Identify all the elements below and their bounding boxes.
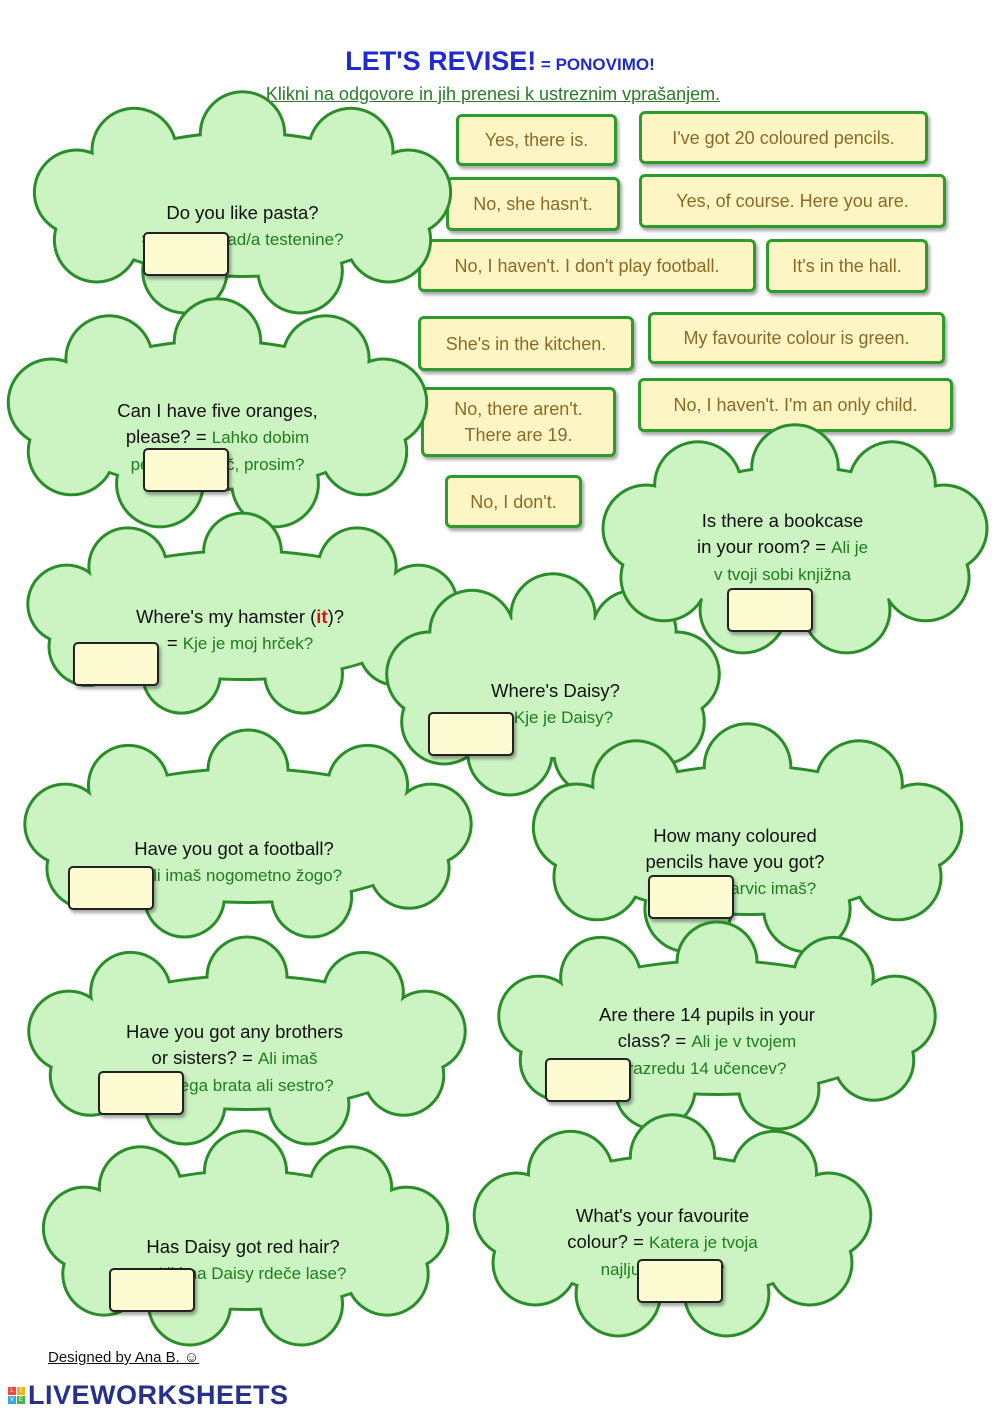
question-cloud: Are there 14 pupils in your class? = Ali… xyxy=(497,920,937,1131)
answer-drop-box[interactable] xyxy=(428,712,514,756)
credit-text: Designed by Ana B. ☺ xyxy=(48,1349,200,1366)
answer-drop-box[interactable] xyxy=(637,1259,723,1303)
logo-text: LIVEWORKSHEETS xyxy=(28,1380,289,1410)
question-cloud: Have you got a football?= Ali imaš nogom… xyxy=(23,728,473,939)
cloud-shape xyxy=(6,297,429,529)
cloud-shape xyxy=(41,1129,450,1347)
question-cloud: What's your favourite colour? = Katera j… xyxy=(472,1113,873,1338)
answer-tile[interactable]: I've got 20 coloured pencils. xyxy=(639,111,928,164)
instruction-text: Klikni na odgovore in jih prenesi k ustr… xyxy=(265,84,721,104)
answer-tile[interactable]: No, I don't. xyxy=(445,475,582,528)
title-translation: = PONOVIMO! xyxy=(536,55,655,74)
answer-tile[interactable]: She's in the kitchen. xyxy=(418,316,634,371)
answer-tile[interactable]: No, I haven't. I don't play football. xyxy=(418,239,756,292)
answer-drop-box[interactable] xyxy=(143,232,229,276)
page-title: LET'S REVISE! = PONOVIMO! xyxy=(0,46,1000,77)
answer-drop-box[interactable] xyxy=(98,1071,184,1115)
cloud-shape xyxy=(472,1113,873,1338)
answer-tile[interactable]: It's in the hall. xyxy=(766,239,928,293)
question-text: Have you got any brothers or sisters? = … xyxy=(126,1021,343,1095)
cloud-shape xyxy=(23,728,473,939)
answer-drop-box[interactable] xyxy=(73,642,159,686)
question-cloud: Has Daisy got red hair?= Ali ima Daisy r… xyxy=(41,1129,450,1347)
logo-blocks-icon: L I V E xyxy=(8,1387,25,1404)
question-text: How many coloured pencils have you got?=… xyxy=(645,825,825,898)
question-text: Are there 14 pupils in your class? = Ali… xyxy=(599,1004,815,1078)
question-cloud: Where's Daisy?= Kje je Daisy? xyxy=(385,572,721,797)
cloud-shape xyxy=(385,572,721,797)
answer-tile[interactable]: My favourite colour is green. xyxy=(648,312,945,364)
liveworksheets-logo[interactable]: L I V E LIVEWORKSHEETS xyxy=(8,1380,289,1411)
answer-drop-box[interactable] xyxy=(545,1058,631,1102)
question-text: Is there a bookcase in your room? = Ali … xyxy=(696,510,869,611)
answer-drop-box[interactable] xyxy=(727,588,813,632)
answer-tile[interactable]: Yes, there is. xyxy=(456,114,617,166)
question-cloud: Have you got any brothers or sisters? = … xyxy=(27,935,467,1146)
question-cloud: Where's my hamster (it)?= Kje je moj hrč… xyxy=(26,511,459,715)
question-cloud: How many coloured pencils have you got?=… xyxy=(531,722,964,954)
question-text: Where's my hamster (it)?= Kje je moj hrč… xyxy=(135,606,345,653)
answer-drop-box[interactable] xyxy=(648,875,734,919)
cloud-shape xyxy=(601,423,989,655)
answer-drop-box[interactable] xyxy=(109,1268,195,1312)
answer-tile[interactable]: No, I haven't. I'm an only child. xyxy=(638,378,953,432)
question-text: What's your favourite colour? = Katera j… xyxy=(567,1205,758,1279)
answer-drop-box[interactable] xyxy=(143,448,229,492)
cloud-shape xyxy=(497,920,937,1131)
question-cloud: Do you like pasta?= Ali imaš rad/a teste… xyxy=(32,90,453,315)
answer-tile[interactable]: No, she hasn't. xyxy=(446,177,620,231)
question-cloud: Can I have five oranges, please? = Lahko… xyxy=(6,297,429,529)
question-text: Where's Daisy?= Kje je Daisy? xyxy=(491,680,620,727)
answer-drop-box[interactable] xyxy=(68,866,154,910)
question-text: Do you like pasta?= Ali imaš rad/a teste… xyxy=(141,202,344,249)
answer-tile[interactable]: No, there aren't. There are 19. xyxy=(421,387,616,457)
question-cloud: Is there a bookcase in your room? = Ali … xyxy=(601,423,989,655)
answer-tile[interactable]: Yes, of course. Here you are. xyxy=(639,174,946,228)
question-text: Have you got a football?= Ali imaš nogom… xyxy=(126,838,343,885)
title-main: LET'S REVISE! xyxy=(345,46,537,76)
